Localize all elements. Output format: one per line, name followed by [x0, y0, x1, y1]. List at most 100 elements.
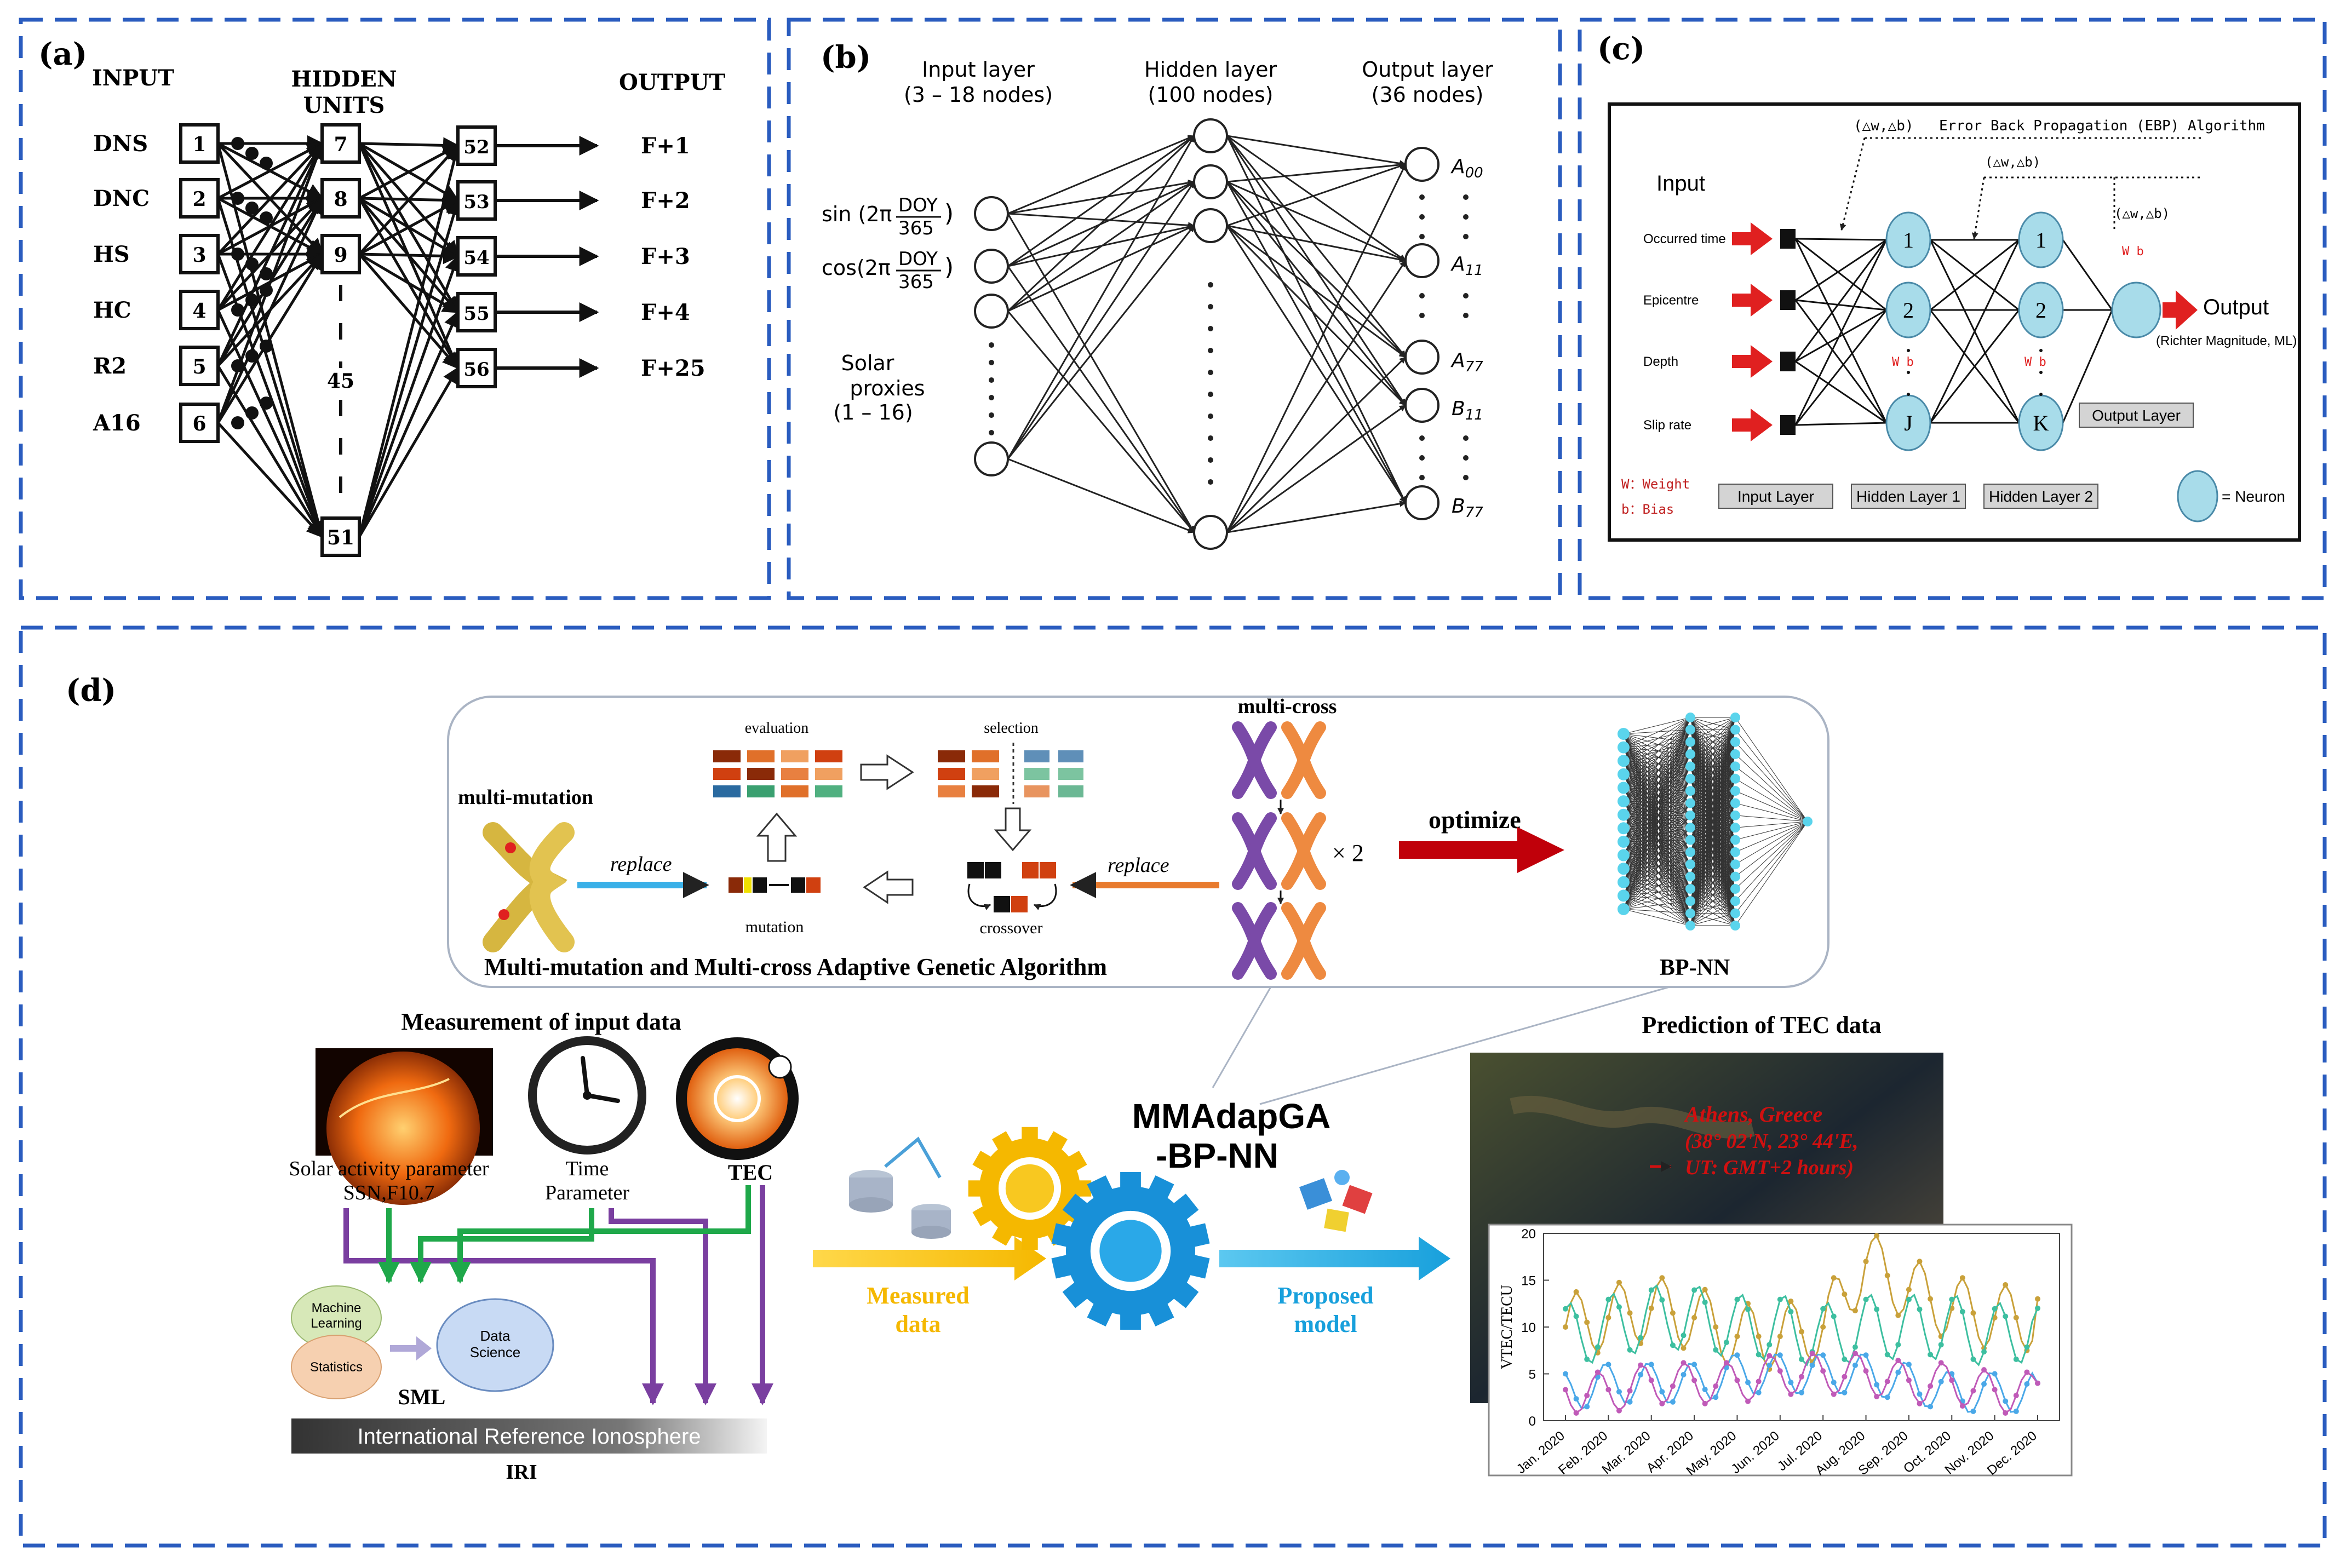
series-point: [1616, 1279, 1622, 1285]
nn-edge: [1623, 766, 1691, 829]
junction-dot: [260, 340, 273, 353]
nn-edge: [1690, 717, 1736, 816]
node-number: 53: [463, 191, 489, 213]
nn-edge: [1623, 754, 1691, 829]
series-point: [1777, 1368, 1783, 1374]
nn-neuron: [1618, 741, 1630, 754]
nn-edge: [1623, 864, 1691, 910]
edge: [1794, 239, 1888, 362]
panel-b: (b) Input layer (3 – 18 nodes) Hidden la…: [821, 39, 1493, 550]
replace-label-2: replace: [1108, 854, 1169, 877]
series-point: [1788, 1308, 1794, 1314]
nn-edge: [1623, 742, 1691, 829]
nn-edge: [1623, 895, 1691, 914]
hidden-layer-2-label: Hidden Layer 2: [1989, 488, 2093, 505]
nn-neuron: [1730, 859, 1740, 870]
edge: [1226, 225, 1407, 263]
series-point: [1648, 1377, 1654, 1383]
series-point: [1970, 1408, 1976, 1414]
series-point: [1820, 1324, 1826, 1330]
nn-edge: [1623, 778, 1691, 829]
nn-edge: [1623, 801, 1691, 828]
nn-edge: [1623, 778, 1691, 855]
series-point: [1627, 1399, 1633, 1405]
gene-block-discarded: [1024, 768, 1049, 780]
edge: [358, 253, 459, 370]
node-box: [179, 234, 220, 274]
nn-edge: [1623, 717, 1691, 855]
series-point: [1928, 1296, 1934, 1302]
series-point: [1928, 1383, 1934, 1389]
nn-edge: [1690, 742, 1736, 926]
nn-edge: [1623, 815, 1691, 896]
nn-edge: [1623, 742, 1691, 910]
red-arrow-icon: [1732, 284, 1773, 317]
series-point: [1713, 1383, 1719, 1389]
series-point: [1767, 1342, 1773, 1348]
hidden-layer-1-box: [1851, 484, 1966, 509]
nn-neuron: [1618, 755, 1630, 767]
nn-neuron: [1685, 713, 1695, 722]
edge: [1007, 225, 1195, 460]
nn-edge: [1735, 821, 1808, 889]
nn-neuron: [1618, 876, 1630, 888]
output-label: F+4: [641, 300, 690, 325]
nn-neuron: [1685, 847, 1695, 857]
nn-edge: [1623, 840, 1691, 910]
nn-edge: [1623, 766, 1691, 802]
series-point: [1648, 1362, 1654, 1368]
nn-edge: [1623, 840, 1691, 883]
series-point: [1584, 1393, 1590, 1399]
edge: [1795, 309, 1887, 363]
chromatid: [1248, 902, 1277, 980]
series-point: [1734, 1352, 1740, 1358]
nn-edge: [1735, 821, 1808, 865]
series-point: [1616, 1304, 1622, 1310]
series-point: [1584, 1356, 1590, 1362]
edge: [1226, 225, 1406, 358]
nn-neuron: [1685, 773, 1695, 784]
edge: [2062, 239, 2113, 311]
series-point: [2013, 1314, 2019, 1320]
input-square: [1780, 290, 1796, 310]
series-point: [1970, 1310, 1976, 1316]
edge: [359, 137, 460, 154]
clock-icon: [528, 1036, 646, 1155]
series-point: [1981, 1349, 1987, 1355]
nn-neuron: [1685, 908, 1695, 918]
nn-neuron: [1803, 817, 1813, 826]
ellipsis-dot: [1463, 435, 1469, 441]
nn-edge: [1735, 730, 1808, 822]
edge: [1794, 239, 1888, 426]
series-point: [1659, 1389, 1665, 1395]
edge: [1795, 360, 1887, 424]
hidden-neuron: [1193, 164, 1228, 199]
panel-d: (d) multi-mutation replace mutation eval…: [66, 673, 2073, 1484]
series-point: [1756, 1389, 1762, 1395]
input-label: HC: [93, 297, 131, 323]
mutation-label: mutation: [745, 918, 804, 936]
athens-tz: UT: GMT+2 hours): [1685, 1156, 1854, 1179]
series-point: [1745, 1306, 1751, 1312]
measured-label-1: Measured: [867, 1282, 969, 1309]
wb-label-1: W b: [1892, 355, 1914, 369]
series-point: [1928, 1404, 1934, 1410]
node-box: [320, 178, 361, 219]
series-point: [1863, 1368, 1869, 1374]
series-point: [2035, 1380, 2040, 1386]
series-point: [1713, 1324, 1719, 1330]
series-point: [1917, 1391, 1923, 1397]
series-point: [1659, 1275, 1665, 1281]
nn-neuron: [1685, 737, 1695, 747]
edge: [1007, 135, 1195, 267]
multi-mutation-label: multi-mutation: [458, 786, 593, 809]
output-label: F+25: [641, 355, 706, 381]
gene-block-discarded: [1024, 785, 1049, 797]
nn-neuron: [1730, 737, 1740, 747]
series-point: [1573, 1289, 1579, 1295]
series-point: [1809, 1362, 1815, 1368]
panel-b-edges: [1007, 135, 1407, 533]
input-row-1: Epicentre: [1643, 284, 1796, 317]
